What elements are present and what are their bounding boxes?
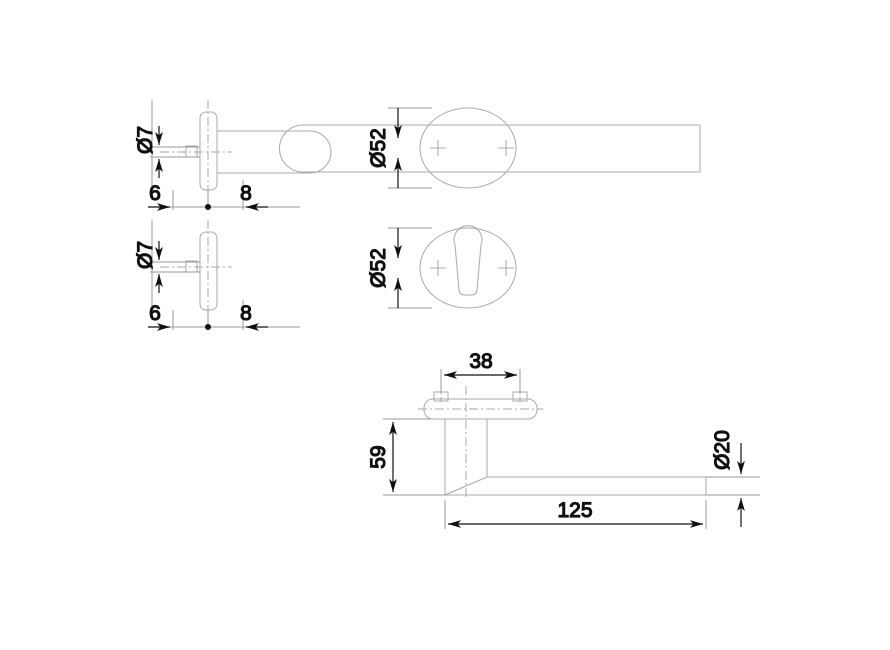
dim-label-lever-length: 125 [557, 499, 592, 522]
view-front-lever [418, 386, 707, 500]
oval-rose-outline [419, 107, 517, 189]
rose-cross-mark-right [498, 140, 514, 156]
oval-escutcheon-outline [419, 227, 517, 309]
lever-bar-profile [216, 130, 332, 174]
dim-label-rose-dia-top: Ø52 [367, 128, 390, 168]
escutcheon-cross-mark-left [430, 260, 446, 276]
dim-label-spindle-dia-top: Ø7 [134, 126, 157, 154]
dim-label-left-proj-mid: 6 [149, 302, 161, 325]
view3-witness-lines [388, 107, 432, 189]
dim-label-rose-dia-mid: Ø52 [367, 248, 390, 288]
escutcheon-cross-mark-right [498, 260, 514, 276]
dim-proj-top [148, 203, 268, 211]
rose-cross-mark-left [430, 140, 446, 156]
dim-label-bar-dia: Ø20 [711, 430, 734, 470]
dim-label-lever-height: 59 [367, 445, 390, 468]
view5-witness-lines [383, 369, 760, 529]
dim-label-fixing-centres: 38 [469, 350, 492, 373]
view1-witness-lines [150, 100, 300, 210]
dim-proj-mid [148, 323, 268, 331]
dim-label-left-proj-top: 6 [149, 182, 161, 205]
view4-witness-lines [388, 227, 432, 309]
euro-cylinder-keyhole [453, 225, 483, 296]
view2-witness-lines [150, 220, 300, 330]
dim-label-spindle-dia-mid: Ø7 [134, 241, 157, 269]
dim-label-right-proj-mid: 8 [240, 302, 252, 325]
view-face-lever-rose [279, 107, 701, 189]
lever-neck-chamfer [444, 476, 488, 496]
dim-label-right-proj-top: 8 [240, 182, 252, 205]
view-face-keyhole-escutcheon [419, 225, 517, 309]
lever-bar-rounded-end [279, 124, 304, 173]
